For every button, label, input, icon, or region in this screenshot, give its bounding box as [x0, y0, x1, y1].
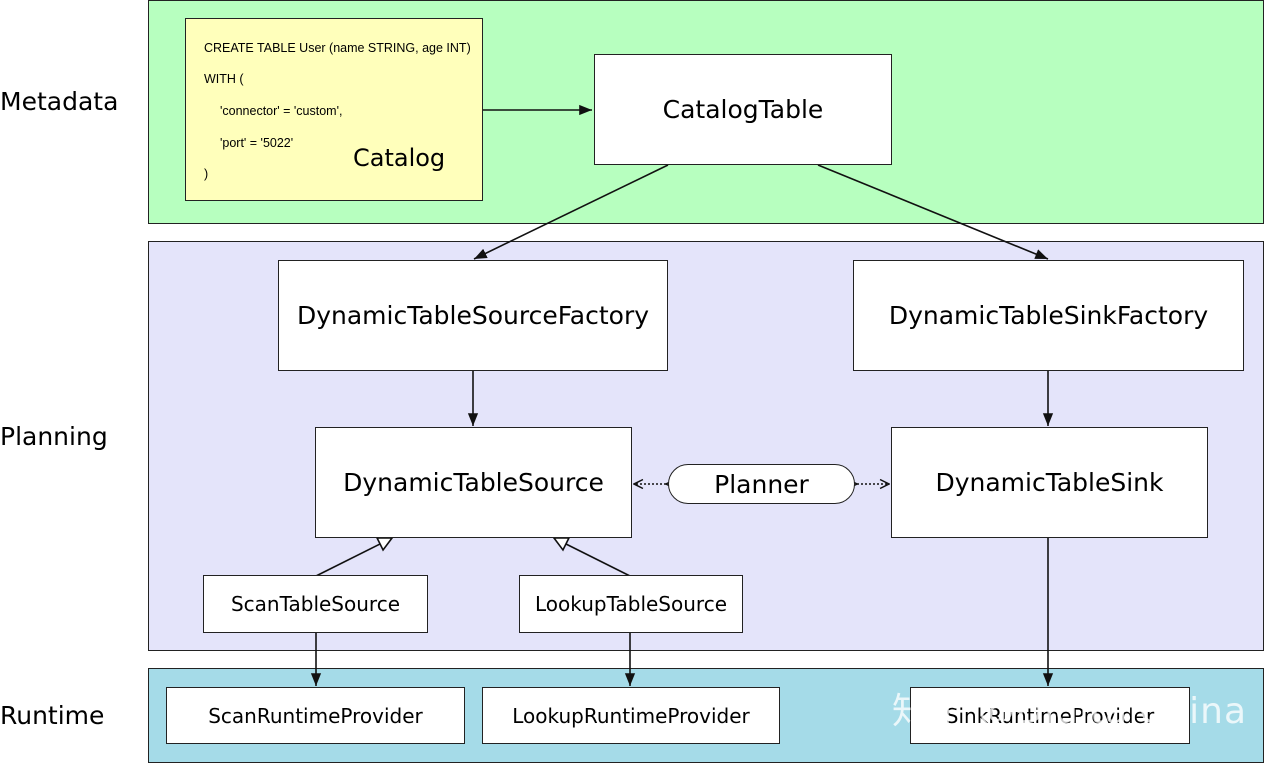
edge-scan-implements-source: [315, 538, 392, 577]
metadata-label: Metadata: [0, 87, 119, 116]
catalog-caption: Catalog: [353, 144, 446, 172]
scan-table-source-node: ScanTableSource: [203, 575, 428, 633]
edge-catalogtable-to-sinkfactory: [817, 164, 1049, 260]
watermark: 知乎 @DigitalChina: [892, 691, 1248, 732]
planner-node: Planner: [668, 464, 855, 504]
edge-lookup-implements-source: [554, 538, 631, 577]
dynamic-table-source-factory-node: DynamicTableSourceFactory: [278, 260, 668, 371]
ddl-line: 'port' = '5022': [220, 136, 294, 150]
ddl-line: 'connector' = 'custom',: [220, 104, 343, 118]
ddl-line: WITH (: [204, 72, 244, 86]
catalog-ddl-note: CREATE TABLE User (name STRING, age INT)…: [185, 18, 483, 201]
dynamic-table-sink-factory-node: DynamicTableSinkFactory: [853, 260, 1244, 371]
ddl-line: CREATE TABLE User (name STRING, age INT): [204, 41, 471, 55]
sink-runtime-provider-node: SinkRuntimeProvider: [910, 687, 1190, 744]
lookup-table-source-node: LookupTableSource: [519, 575, 743, 633]
dynamic-table-source-node: DynamicTableSource: [315, 427, 632, 538]
planning-label: Planning: [0, 422, 108, 451]
scan-runtime-provider-node: ScanRuntimeProvider: [166, 687, 465, 744]
runtime-label: Runtime: [0, 701, 105, 730]
ddl-line: ): [204, 167, 209, 181]
lookup-runtime-provider-node: LookupRuntimeProvider: [482, 687, 780, 744]
dynamic-table-sink-node: DynamicTableSink: [891, 427, 1208, 538]
catalog-table-node: CatalogTable: [594, 54, 892, 165]
edge-catalogtable-to-sourcefactory: [473, 164, 669, 260]
